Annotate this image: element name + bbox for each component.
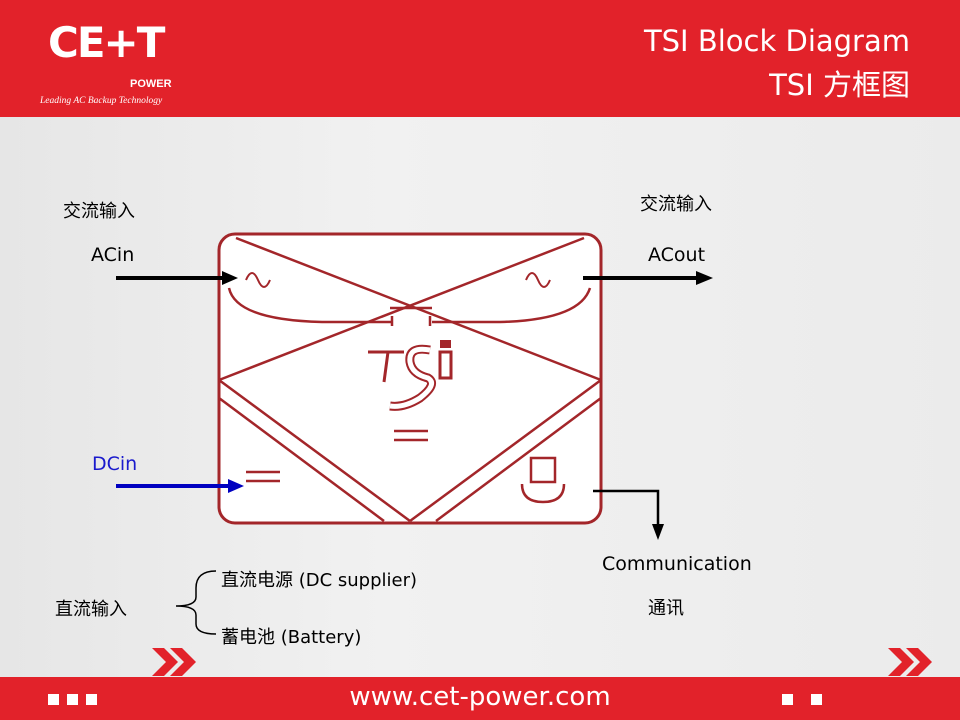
comm-arrow bbox=[593, 489, 664, 540]
ac-input-sine-icon bbox=[245, 272, 271, 288]
slide-title: TSI Block Diagram bbox=[643, 24, 910, 58]
communication-symbol-icon bbox=[520, 456, 566, 504]
dc-input-symbol-icon bbox=[246, 470, 280, 483]
footer-square-icon bbox=[67, 694, 78, 705]
ac-output-sine-icon bbox=[525, 272, 551, 288]
dc-input-chinese-label: 直流输入 bbox=[55, 599, 127, 620]
communication-label: Communication bbox=[602, 553, 752, 575]
chevron-left-icon bbox=[152, 648, 196, 676]
communication-chinese-label: 通讯 bbox=[648, 598, 684, 619]
footer-bar: www.cet-power.com bbox=[0, 677, 960, 720]
footer-square-icon bbox=[811, 694, 822, 705]
ac-out-label: ACout bbox=[648, 244, 706, 266]
chevron-right-icon bbox=[888, 648, 932, 676]
tsi-logo bbox=[368, 340, 453, 411]
ac-in-arrow bbox=[116, 271, 238, 285]
footer-website-link[interactable]: www.cet-power.com bbox=[349, 682, 611, 712]
ac-out-chinese-label: 交流输入 bbox=[640, 194, 712, 215]
diamond-lines bbox=[218, 236, 602, 523]
dc-input-bracket bbox=[175, 570, 217, 635]
ac-in-label: ACin bbox=[91, 244, 135, 266]
logo-tagline: Leading AC Backup Technology bbox=[40, 96, 163, 106]
ac-in-chinese-label: 交流输入 bbox=[63, 201, 135, 222]
logo-power-text: POWER bbox=[130, 78, 172, 90]
logo-text: CE+T bbox=[48, 18, 165, 67]
footer-square-icon bbox=[782, 694, 793, 705]
company-logo[interactable]: CE+T POWER Leading AC Backup Technology bbox=[0, 0, 195, 117]
header-bar: CE+T POWER Leading AC Backup Technology … bbox=[0, 0, 960, 117]
dc-in-label: DCin bbox=[92, 453, 138, 475]
footer-square-icon bbox=[48, 694, 59, 705]
dc-supplier-label: 直流电源 (DC supplier) bbox=[221, 570, 418, 591]
ac-out-arrow bbox=[583, 271, 713, 285]
slide-subtitle: TSI 方框图 bbox=[769, 68, 910, 102]
tsi-block bbox=[217, 232, 603, 525]
battery-label: 蓄电池 (Battery) bbox=[221, 627, 362, 648]
dc-center-symbol-icon bbox=[394, 429, 428, 442]
dc-in-arrow bbox=[116, 479, 244, 493]
footer-square-icon bbox=[86, 694, 97, 705]
